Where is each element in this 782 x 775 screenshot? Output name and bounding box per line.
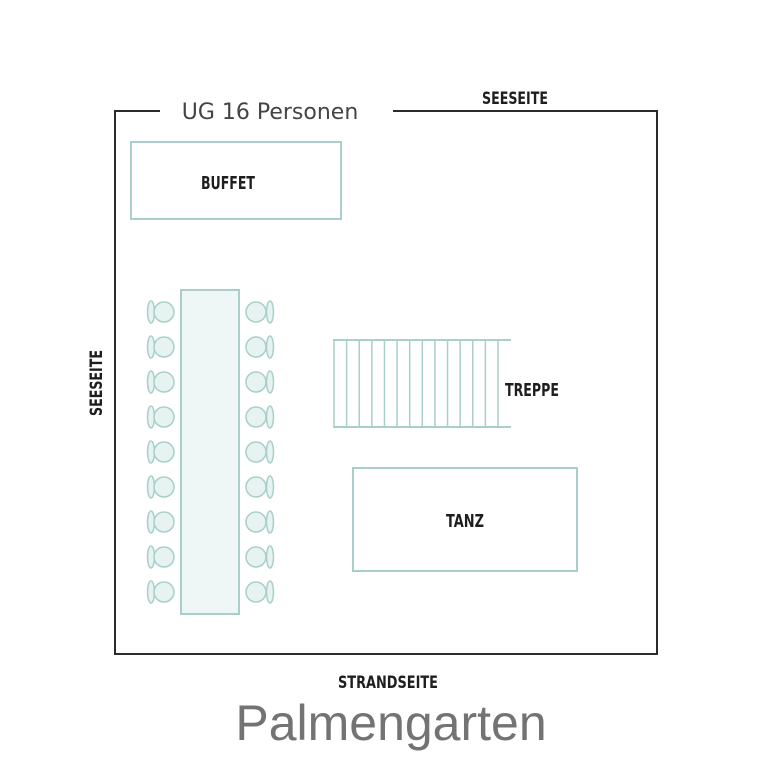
chair-left-7: [146, 510, 175, 534]
chair-left-4: [146, 405, 175, 429]
buffet-area: [130, 141, 342, 220]
room-outline: [114, 110, 658, 655]
chair-left-6: [146, 475, 175, 499]
chair-left-1: [146, 300, 175, 324]
chairs-group: [146, 300, 275, 604]
chair-right-4: [245, 405, 275, 429]
chair-right-6: [245, 475, 275, 499]
label-top-side: SEESEITE: [482, 89, 548, 109]
dance-floor: [352, 467, 578, 572]
venue-name: Palmengarten: [235, 695, 547, 751]
dance-label: TANZ: [446, 511, 484, 532]
chair-right-8: [245, 545, 275, 569]
chair-right-2: [245, 335, 275, 359]
buffet-label: BUFFET: [201, 173, 255, 194]
chair-right-7: [245, 510, 275, 534]
long-table: [180, 289, 240, 615]
chair-right-1: [245, 300, 275, 324]
chair-left-3: [146, 370, 175, 394]
label-bottom-side: STRANDSEITE: [338, 673, 438, 693]
plan-title: UG 16 Personen: [182, 100, 359, 125]
floor-plan: UG 16 Personen SEESEITE SEESEITE STRANDS…: [87, 89, 658, 693]
label-left-side: SEESEITE: [87, 350, 107, 416]
chair-right-3: [245, 370, 275, 394]
stairs: [333, 339, 511, 428]
chair-left-8: [146, 545, 175, 569]
chair-left-5: [146, 440, 175, 464]
chair-left-2: [146, 335, 175, 359]
stairs-label: TREPPE: [505, 380, 559, 401]
chair-left-9: [146, 580, 175, 604]
chair-right-5: [245, 440, 275, 464]
chair-right-9: [245, 580, 275, 604]
